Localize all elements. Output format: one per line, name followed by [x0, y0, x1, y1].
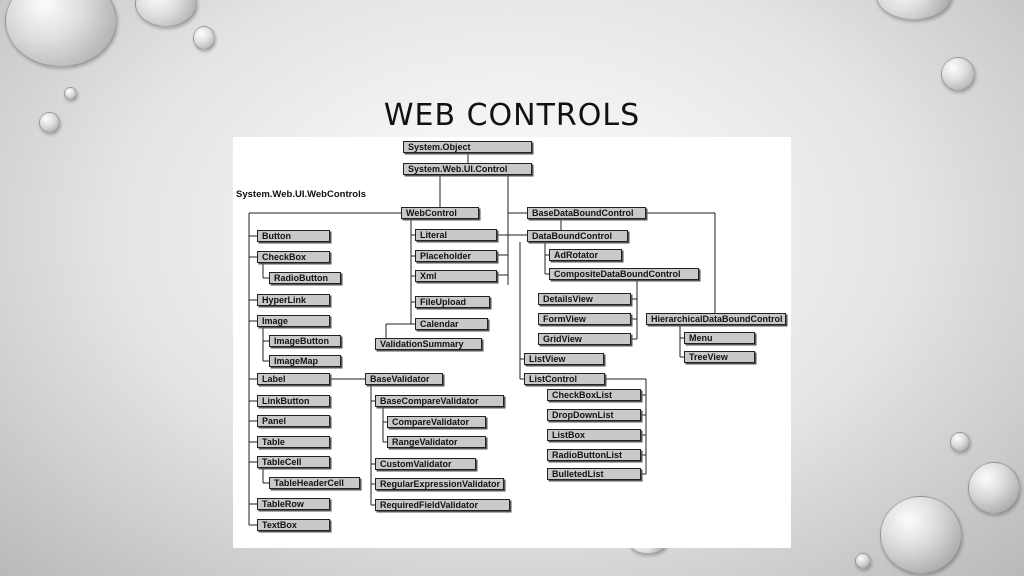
water-drop-decoration: [5, 0, 117, 67]
node-text-box: TextBox: [257, 519, 330, 531]
connector-lines: [248, 153, 716, 526]
node-table-cell: TableCell: [257, 456, 330, 468]
node-bulleted-list: BulletedList: [547, 468, 641, 480]
node-image-button: ImageButton: [269, 335, 341, 347]
node-calendar: Calendar: [415, 318, 488, 330]
node-radio-button-list: RadioButtonList: [547, 449, 641, 461]
node-grid-view: GridView: [538, 333, 631, 345]
node-label: Label: [257, 373, 330, 385]
node-button: Button: [257, 230, 330, 242]
node-placeholder: Placeholder: [415, 250, 497, 262]
node-hierarchical-data-bound-control: HierarchicalDataBoundControl: [646, 313, 786, 325]
node-details-view: DetailsView: [538, 293, 631, 305]
water-drop-decoration: [64, 87, 77, 100]
node-list-box: ListBox: [547, 429, 641, 441]
water-drop-decoration: [135, 0, 197, 27]
node-system-web-ui-control: System.Web.UI.Control: [403, 163, 532, 175]
node-table-header-cell: TableHeaderCell: [269, 477, 360, 489]
node-tree-view: TreeView: [684, 351, 755, 363]
water-drop-decoration: [968, 462, 1020, 514]
node-validation-summary: ValidationSummary: [375, 338, 482, 350]
node-data-bound-control: DataBoundControl: [527, 230, 628, 242]
water-drop-decoration: [941, 57, 975, 91]
water-drop-decoration: [950, 432, 970, 452]
node-file-upload: FileUpload: [415, 296, 490, 308]
namespace-label: System.Web.UI.WebControls: [236, 189, 367, 200]
node-panel: Panel: [257, 415, 330, 427]
node-custom-validator: CustomValidator: [375, 458, 476, 470]
node-xml: Xml: [415, 270, 497, 282]
node-link-button: LinkButton: [257, 395, 330, 407]
node-table-row: TableRow: [257, 498, 330, 510]
node-check-box: CheckBox: [257, 251, 330, 263]
node-form-view: FormView: [538, 313, 631, 325]
water-drop-decoration: [880, 496, 962, 574]
node-drop-down-list: DropDownList: [547, 409, 641, 421]
node-menu: Menu: [684, 332, 755, 344]
node-base-compare-validator: BaseCompareValidator: [375, 395, 504, 407]
node-check-box-list: CheckBoxList: [547, 389, 641, 401]
water-drop-decoration: [39, 112, 60, 133]
node-web-control: WebControl: [401, 207, 479, 219]
water-drop-decoration: [855, 553, 871, 569]
node-list-view: ListView: [524, 353, 604, 365]
node-base-validator: BaseValidator: [365, 373, 443, 385]
node-composite-data-bound-control: CompositeDataBoundControl: [549, 268, 699, 280]
slide-title: WEB CONTROLS: [383, 98, 641, 133]
water-drop-decoration: [876, 0, 952, 20]
node-system-object: System.Object: [403, 141, 532, 153]
node-image-map: ImageMap: [269, 355, 341, 367]
node-required-field-validator: RequiredFieldValidator: [375, 499, 510, 511]
node-ad-rotator: AdRotator: [549, 249, 622, 261]
node-range-validator: RangeValidator: [387, 436, 486, 448]
node-hyper-link: HyperLink: [257, 294, 330, 306]
node-base-data-bound-control: BaseDataBoundControl: [527, 207, 646, 219]
node-radio-button: RadioButton: [269, 272, 341, 284]
node-regular-expression-validator: RegularExpressionValidator: [375, 478, 504, 490]
node-literal: Literal: [415, 229, 497, 241]
water-drop-decoration: [193, 26, 215, 50]
node-table: Table: [257, 436, 330, 448]
node-image: Image: [257, 315, 330, 327]
node-list-control: ListControl: [524, 373, 605, 385]
class-hierarchy-diagram: System.Web.UI.WebControls System.Object …: [233, 137, 791, 548]
node-compare-validator: CompareValidator: [387, 416, 486, 428]
